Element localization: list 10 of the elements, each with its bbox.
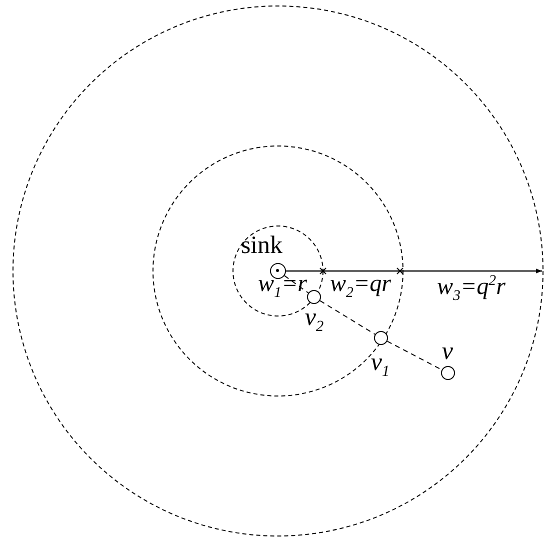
node-label: v$_{1}$	[370, 350, 390, 378]
connector-line	[386, 340, 442, 370]
dimension-label: w$_{1}$=r	[258, 272, 307, 302]
dimension-label: w$_{2}$=qr	[330, 272, 391, 302]
dimension-label: w$_{3}$=q$^{2}$r	[437, 275, 506, 305]
node-label: v	[442, 338, 453, 367]
node-label: sink	[240, 232, 282, 261]
node-label: v$_{2}$	[304, 304, 324, 333]
connector-line	[284, 275, 309, 294]
connector-line	[320, 300, 376, 335]
